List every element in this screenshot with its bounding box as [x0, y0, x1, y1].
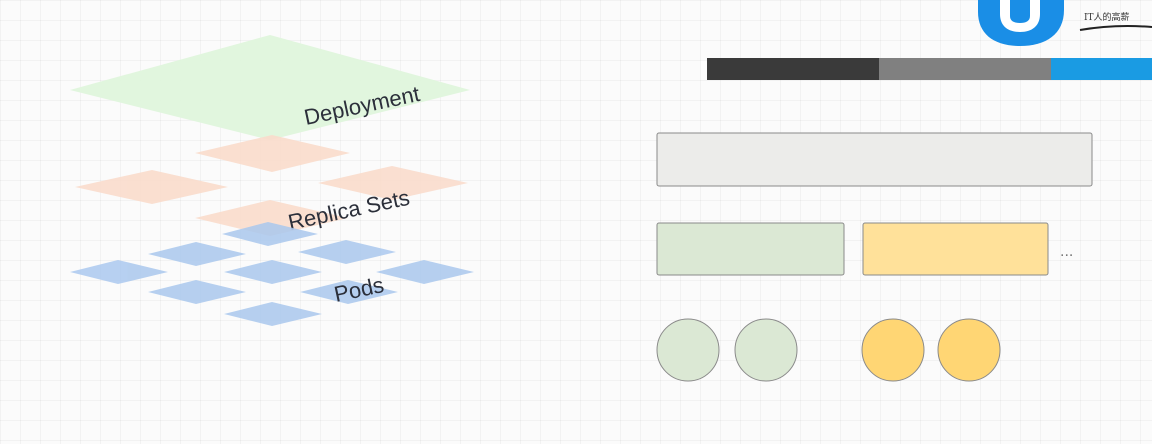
deployment-box: [656, 132, 1093, 187]
replica-sets-label: Replica Sets: [286, 185, 412, 235]
watermark-logo: IT人的高薪: [978, 0, 1152, 46]
pod-circle-yellow: [861, 318, 925, 382]
replicaset-box-yellow: [862, 222, 1049, 276]
replicaset-planes: [75, 135, 468, 236]
pod-plane: [222, 222, 318, 246]
pod-plane: [148, 242, 246, 266]
pods-label: Pods: [332, 272, 386, 307]
watermark-text: IT人的高薪: [1084, 11, 1130, 23]
pod-circle-green: [734, 318, 798, 382]
watermark-underline: [1079, 25, 1152, 31]
color-bar-dark-segment: [707, 58, 879, 80]
pod-plane: [300, 280, 398, 304]
replicaset-plane: [195, 200, 348, 236]
color-bar-blue-segment: [1051, 58, 1152, 80]
pod-circle-green: [656, 318, 720, 382]
replicaset-plane: [195, 135, 350, 172]
pod-circle-yellow: [937, 318, 1001, 382]
pod-planes: [70, 222, 474, 326]
color-bar: [707, 58, 1152, 80]
flat-hierarchy: ...: [656, 58, 1152, 382]
replicaset-plane: [75, 170, 228, 204]
isometric-layers: Deployment Replica Sets Pods: [70, 35, 474, 326]
pod-plane: [148, 280, 246, 304]
replicaset-plane: [318, 166, 468, 200]
brand-logo-icon: [978, 0, 1064, 46]
pod-plane: [224, 260, 322, 284]
replicaset-box-green: [656, 222, 845, 276]
more-ellipsis: ...: [1060, 243, 1073, 260]
pod-plane: [298, 240, 396, 264]
deployment-plane: [70, 35, 470, 140]
color-bar-gray-segment: [879, 58, 1051, 80]
pod-plane: [70, 260, 168, 284]
pod-plane: [224, 302, 322, 326]
pod-plane: [376, 260, 474, 284]
